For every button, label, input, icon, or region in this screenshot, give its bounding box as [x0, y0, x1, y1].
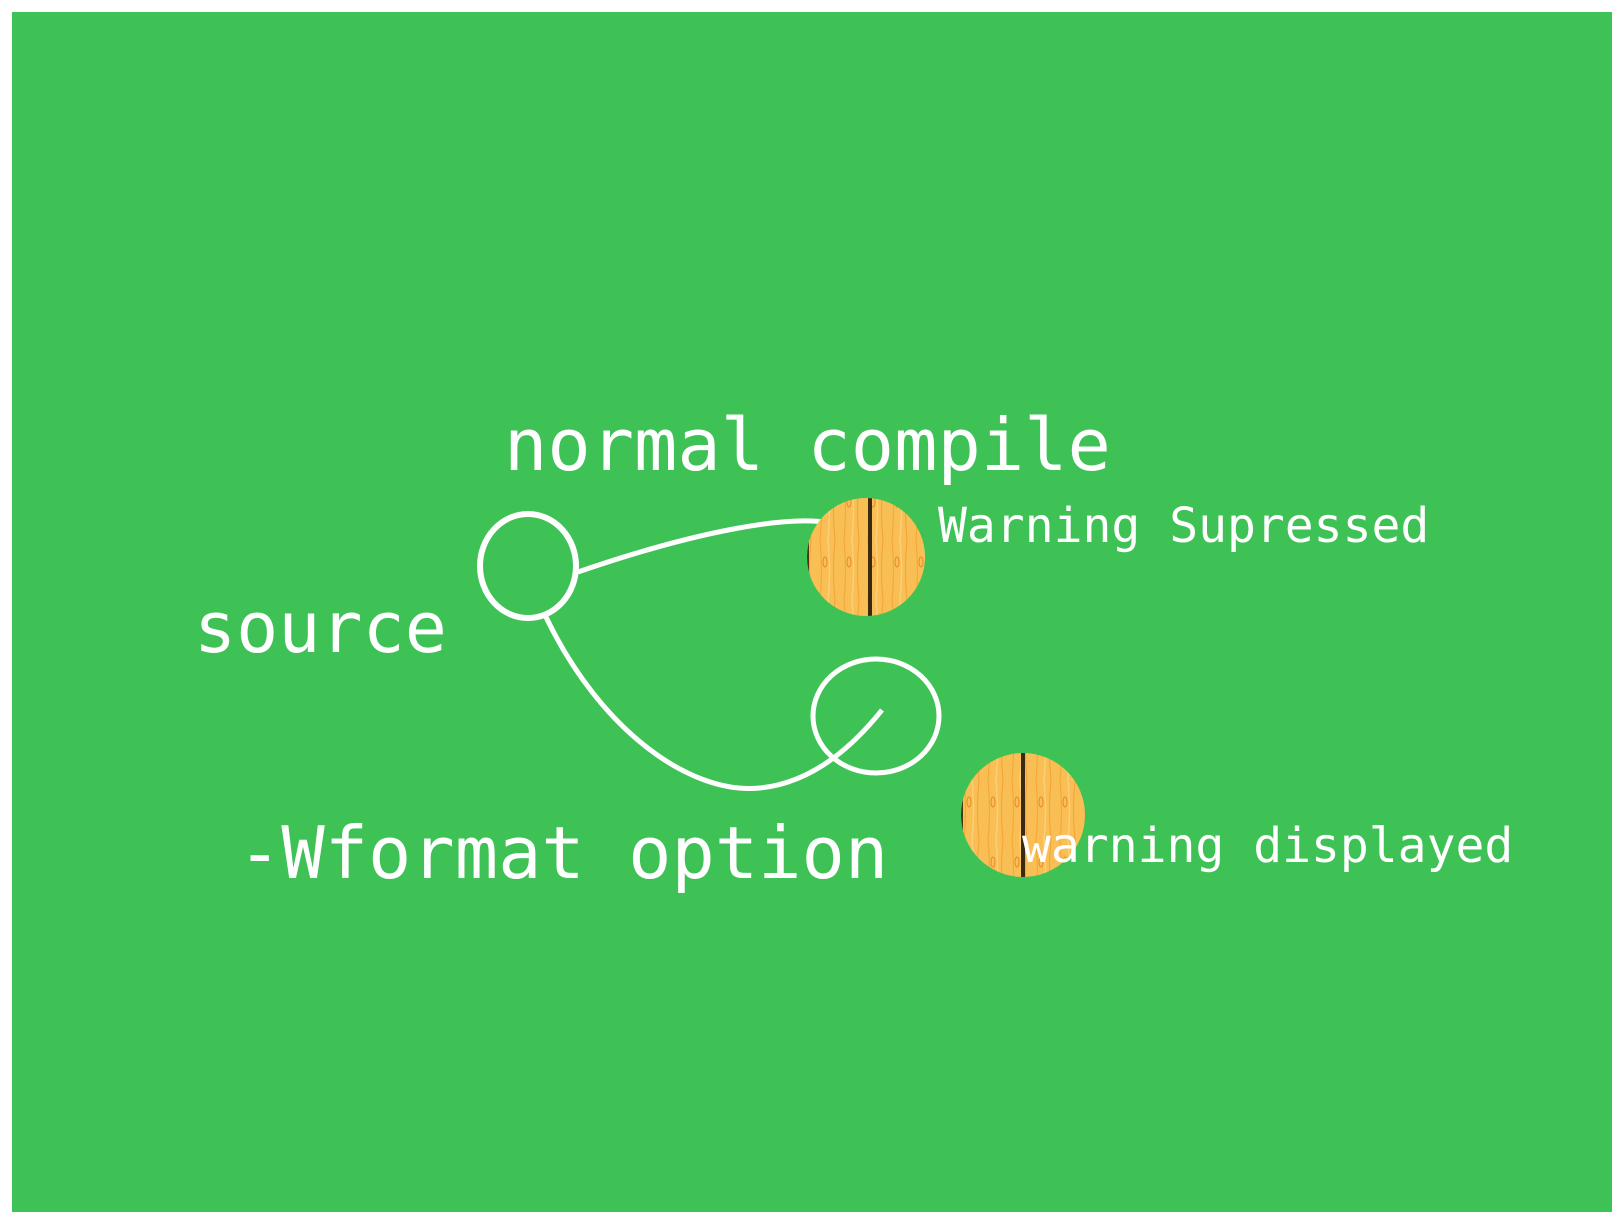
diagram-background [12, 12, 1612, 1212]
wformat-node [810, 656, 942, 776]
warning-displayed-label: warning displayed [1022, 818, 1513, 874]
normal-compile-edge [577, 518, 831, 575]
source-label: source [194, 587, 447, 669]
wood-disc-icon [807, 498, 925, 616]
wformat-option-label: -Wformat option [238, 811, 888, 895]
wformat-edge [543, 615, 884, 792]
wood-disc-icon [961, 753, 1085, 877]
normal-compile-label: normal compile [504, 403, 1111, 487]
source-node [477, 511, 579, 621]
warning-suppressed-label: Warning Supressed [938, 498, 1429, 554]
